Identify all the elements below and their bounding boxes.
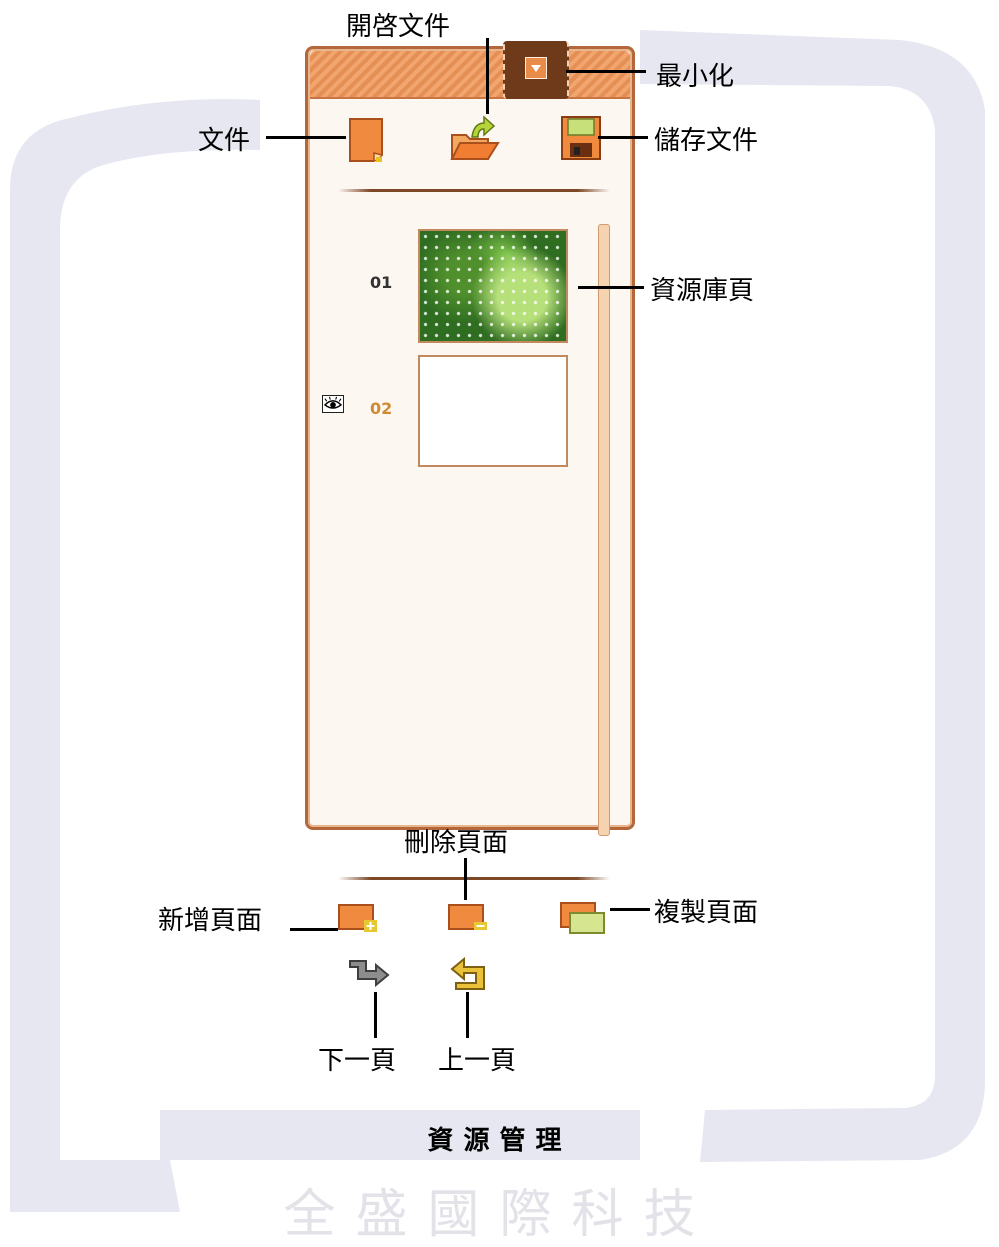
callout-line xyxy=(598,136,648,139)
top-divider xyxy=(338,189,610,192)
prev-page-icon[interactable] xyxy=(446,957,492,991)
callout-document: 文件 xyxy=(198,126,251,156)
callout-next-page: 下一頁 xyxy=(318,1046,397,1076)
callout-line xyxy=(486,38,489,114)
callout-line xyxy=(464,858,467,900)
callout-line xyxy=(566,70,646,73)
figure-caption: 資源管理 xyxy=(427,1126,572,1156)
callout-minimize: 最小化 xyxy=(656,62,735,92)
vertical-scrollbar[interactable] xyxy=(598,224,610,836)
page-number: 02 xyxy=(370,399,393,418)
delete-page-icon[interactable] xyxy=(448,901,488,933)
floppy-disk-icon[interactable] xyxy=(560,115,602,161)
callout-line xyxy=(266,136,346,139)
callout-open-document: 開啓文件 xyxy=(346,12,451,42)
minimize-tab xyxy=(503,41,569,99)
copy-page-icon[interactable] xyxy=(560,901,606,935)
callout-line xyxy=(610,908,650,911)
open-folder-icon[interactable] xyxy=(448,113,500,165)
callout-prev-page: 上一頁 xyxy=(438,1046,517,1076)
new-document-icon[interactable] xyxy=(348,117,384,163)
callout-copy-page: 複製頁面 xyxy=(654,898,759,928)
page-thumbnail[interactable] xyxy=(418,355,568,467)
page-thumbnail[interactable] xyxy=(418,229,568,343)
callout-line xyxy=(466,992,469,1038)
callout-delete-page: 刪除頁面 xyxy=(404,828,509,858)
chevron-down-icon[interactable] xyxy=(525,57,547,79)
callout-resource-page: 資源庫頁 xyxy=(650,276,755,306)
panel-header xyxy=(310,51,630,99)
next-page-icon[interactable] xyxy=(346,957,392,991)
watermark-text: 全盛國際科技 xyxy=(283,1185,716,1245)
callout-line xyxy=(290,928,338,931)
callout-save-document: 儲存文件 xyxy=(654,126,759,156)
bottom-divider xyxy=(338,877,610,880)
resource-panel: 01 02 xyxy=(305,41,635,990)
eye-icon[interactable] xyxy=(322,395,344,413)
callout-add-page: 新增頁面 xyxy=(158,906,263,936)
add-page-icon[interactable] xyxy=(338,901,378,933)
callout-line xyxy=(578,286,644,289)
callout-line xyxy=(374,992,377,1038)
page-number: 01 xyxy=(370,273,393,292)
